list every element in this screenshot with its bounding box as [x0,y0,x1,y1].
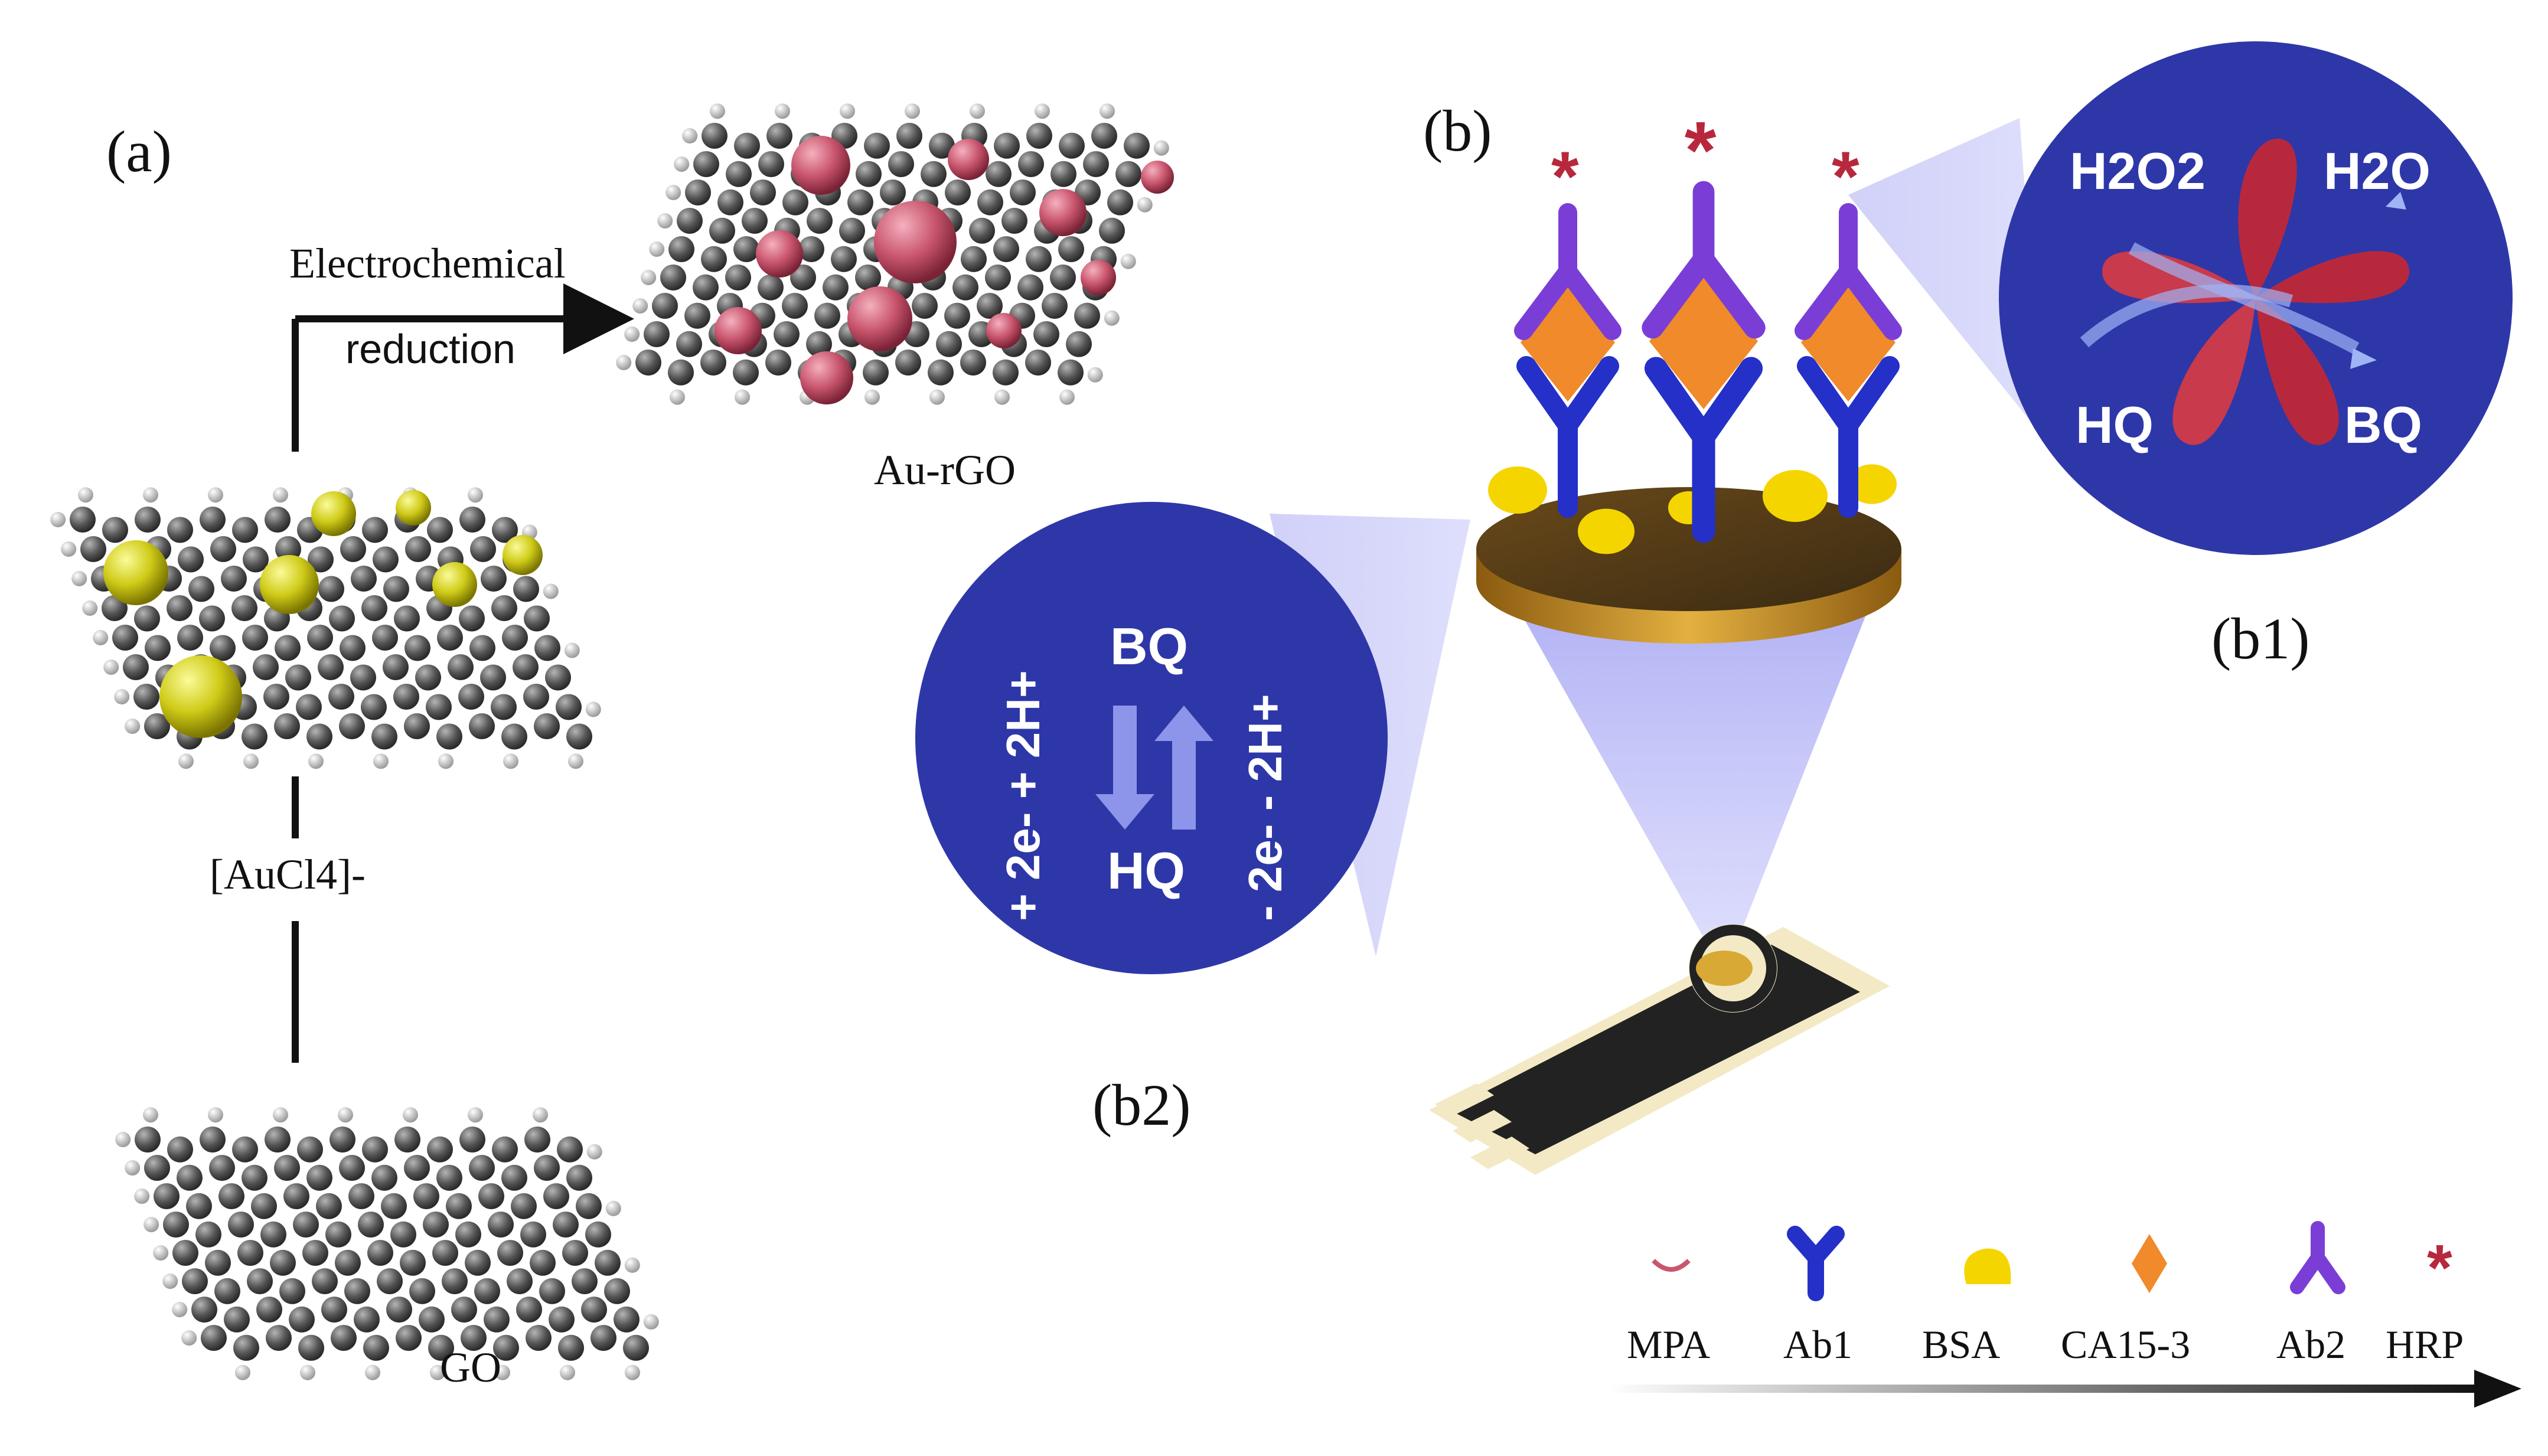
label-au-rgo: Au-rGO [874,446,1016,494]
b2-up-arrow [1154,706,1213,830]
panel-label-b: (b) [1423,98,1492,164]
legend-hrp-icon: * [2427,1232,2452,1304]
legend-label-hrp: HRP [2386,1322,2464,1367]
b2-left-rotated-label: + 2e- + 2H+ [997,670,1049,921]
legend-ab2-icon [2290,1221,2345,1294]
aucl4-molecule-model [50,487,601,769]
b2-down-arrow [1095,706,1154,830]
b1-bq-label: BQ [2344,396,2422,454]
b1-h2o-label: H2O [2324,142,2430,200]
b2-hq-label: HQ [1107,841,1185,900]
legend-label-ab1: Ab1 [1783,1322,1852,1367]
legend-arrow-head [2474,1370,2521,1408]
immuno-sandwich-middle: * [1642,105,1766,543]
legend-gradient-bar [1606,1385,2480,1393]
panel-label-b2: (b2) [1092,1072,1191,1138]
go-molecule-model [115,1107,659,1380]
legend-label-bsa: BSA [1922,1322,2000,1367]
legend-ab1-icon [1787,1226,1845,1301]
focus-cone [1488,555,1890,974]
arrow-label-line2: reduction [345,326,516,372]
label-aucl4: [AuCl4]- [210,851,366,898]
b1-h2o2-label: H2O2 [2070,142,2206,200]
legend: * MPA Ab1 BSA CA15-3 Ab2 HRP [1606,1221,2521,1408]
svg-text:*: * [1685,105,1717,196]
arrow-label-line1: Electrochemical [289,240,566,287]
bsa-blocking-proteins [1488,464,1897,554]
label-go: GO [440,1344,501,1391]
b2-redox-circle [915,502,1388,974]
legend-ca153-icon [2132,1234,2167,1293]
screen-printed-electrode [1429,924,1890,1175]
legend-bsa-icon [1964,1248,2011,1284]
legend-mpa-icon [1652,1259,1691,1272]
legend-label-ca153: CA15-3 [2061,1322,2190,1367]
b1-hq-label: HQ [2076,396,2154,454]
au-rgo-molecule-model [616,103,1174,405]
panel-label-b1: (b1) [2211,606,2310,671]
svg-text:*: * [1551,137,1579,216]
panel-label-a: (a) [106,119,172,184]
hrp-enzyme-icon [2080,138,2409,445]
immuno-sandwich-right: * [1795,137,1902,518]
svg-text:*: * [1832,137,1859,216]
legend-label-ab2: Ab2 [2276,1322,2345,1367]
beam-to-b1 [1848,118,2043,437]
b2-bq-label: BQ [1110,617,1188,675]
b2-right-rotated-label: - 2e- - 2H+ [1239,694,1291,921]
legend-label-mpa: MPA [1627,1322,1710,1367]
immuno-sandwich-left: * [1514,137,1622,518]
